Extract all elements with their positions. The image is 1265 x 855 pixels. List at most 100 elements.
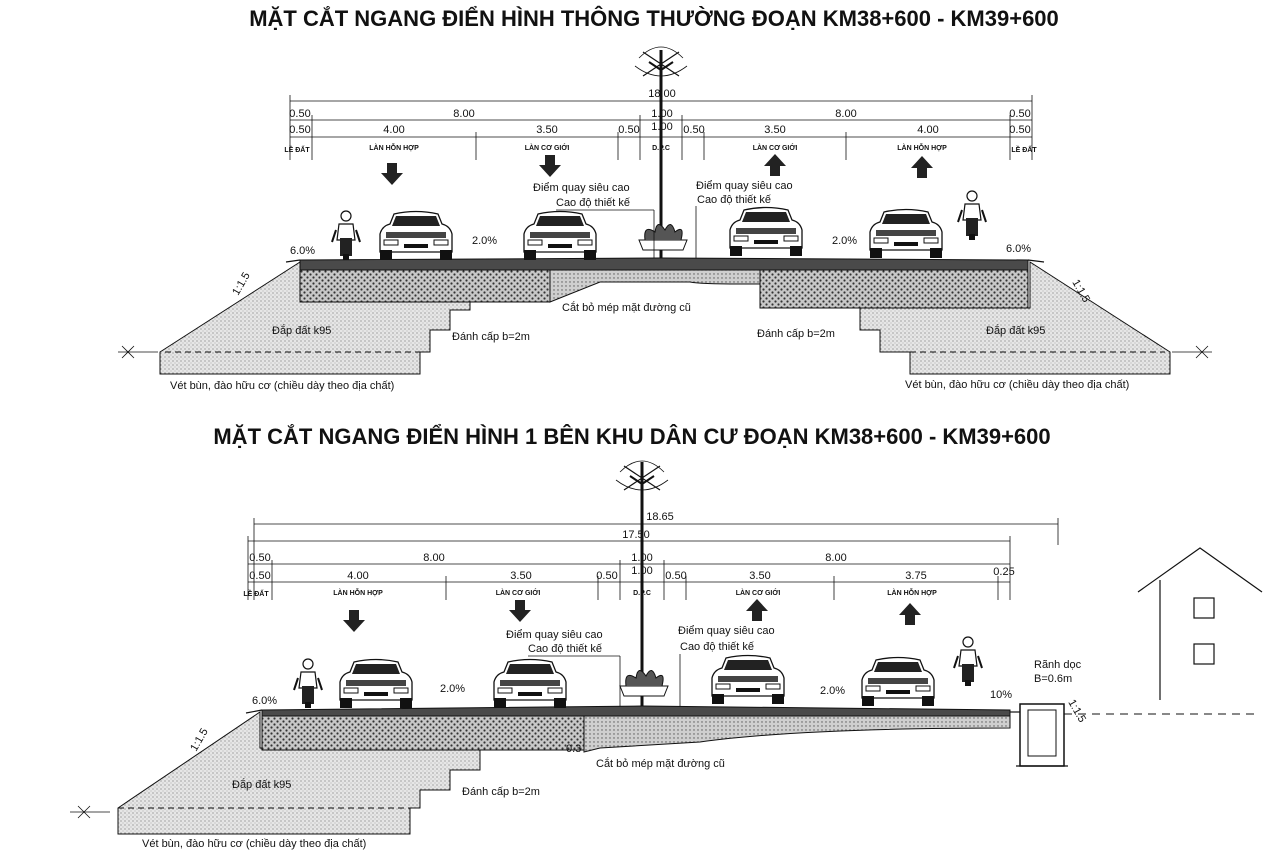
dim-verge-right-top: 0.50 xyxy=(1009,108,1030,120)
label-mixed-left: LÀN HỖN HỢP xyxy=(333,588,383,597)
note-depth-mark: 0.3 xyxy=(566,743,581,755)
note-slope-right: 1:1.5 xyxy=(1065,698,1088,725)
car-icon xyxy=(379,210,453,261)
note-cross-left-outer: 6.0% xyxy=(252,695,277,707)
label-motor-right: LÀN CƠ GIỚI xyxy=(736,588,781,597)
dim-verge-left-top: 0.50 xyxy=(289,108,310,120)
note-pivot-left: Điểm quay siêu cao xyxy=(506,629,603,641)
label-le-dat-left: LỀ ĐẤT xyxy=(243,588,269,598)
note-cross-right-outer: 6.0% xyxy=(1006,243,1031,255)
car-icon xyxy=(523,210,597,261)
label-mixed-right: LÀN HỖN HỢP xyxy=(887,588,937,597)
house-icon xyxy=(1137,547,1263,700)
note-cut-edge: Cắt bỏ mép mặt đường cũ xyxy=(596,757,725,770)
dim-verge-right: 0.25 xyxy=(993,566,1014,578)
earth-fill-right xyxy=(859,261,1171,375)
dim-strip-right: 0.50 xyxy=(665,570,686,582)
note-pivot-right: Điểm quay siêu cao xyxy=(696,180,793,192)
note-ditch-size: B=0.6m xyxy=(1034,673,1072,685)
dim-lane-mixed-left: 4.00 xyxy=(347,570,368,582)
dim-right-half: 8.00 xyxy=(825,552,846,564)
note-cross-right-inner: 2.0% xyxy=(832,235,857,247)
ground-mark-right xyxy=(1172,345,1212,359)
old-pavement xyxy=(549,263,761,303)
old-pavement xyxy=(583,715,1011,753)
note-bench-left: Đánh cấp b=2m xyxy=(462,786,540,798)
ground-mark-left xyxy=(118,345,158,359)
car-icon xyxy=(711,654,785,705)
motorbike-icon xyxy=(953,636,983,687)
note-bench-left: Đánh cấp b=2m xyxy=(452,331,530,343)
dim-verge-right: 0.50 xyxy=(1009,124,1030,136)
note-mud-left: Vét bùn, đào hữu cơ (chiều dày theo địa … xyxy=(170,380,394,392)
note-design-left: Cao độ thiết kế xyxy=(556,197,630,209)
dim-strip-left: 0.50 xyxy=(618,124,639,136)
label-motor-right: LÀN CƠ GIỚI xyxy=(753,143,798,152)
dim-verge-left: 0.50 xyxy=(249,570,270,582)
earth-fill-left xyxy=(117,711,481,835)
note-slope-left: 1:1.5 xyxy=(230,270,253,297)
arrow-up-icon xyxy=(899,603,921,625)
median-plant-icon xyxy=(619,669,669,697)
note-cross-right-outer: 10% xyxy=(990,689,1012,701)
dim-total: 17.50 xyxy=(622,529,650,541)
note-fill-left: Đắp đất k95 xyxy=(232,778,291,791)
note-fill-right: Đắp đất k95 xyxy=(986,324,1045,337)
dim-verge-left-top: 0.50 xyxy=(249,552,270,564)
label-le-dat-left: LỀ ĐẤT xyxy=(284,144,310,154)
label-motor-left: LÀN CƠ GIỚI xyxy=(496,588,541,597)
dim-lane-mixed-right: 4.00 xyxy=(917,124,938,136)
note-cross-left-inner: 2.0% xyxy=(440,683,465,695)
note-cross-left-outer: 6.0% xyxy=(290,245,315,257)
base-layer-left xyxy=(261,715,585,751)
note-mud-left: Vét bùn, đào hữu cơ (chiều dày theo địa … xyxy=(142,838,366,850)
section-1: MẶT CẮT NGANG ĐIỂN HÌNH THÔNG THƯỜNG ĐOẠ… xyxy=(118,6,1212,392)
section-2: MẶT CẮT NGANG ĐIỂN HÌNH 1 BÊN KHU DÂN CƯ… xyxy=(70,424,1263,850)
note-cross-left-inner: 2.0% xyxy=(472,235,497,247)
label-motor-left: LÀN CƠ GIỚI xyxy=(525,143,570,152)
dim-strip-left: 0.50 xyxy=(596,570,617,582)
dim-lane-motor-left: 3.50 xyxy=(510,570,531,582)
note-pivot-left: Điểm quay siêu cao xyxy=(533,182,630,194)
dimension-lines xyxy=(247,518,1059,600)
note-fill-left: Đắp đất k95 xyxy=(272,324,331,337)
note-pivot-right: Điểm quay siêu cao xyxy=(678,625,775,637)
pavement xyxy=(299,257,1029,271)
dim-overall: 18.65 xyxy=(646,511,674,523)
dim-left-half: 8.00 xyxy=(423,552,444,564)
arrow-up-icon xyxy=(746,599,768,621)
arrow-up-icon xyxy=(764,154,786,176)
note-design-right: Cao độ thiết kế xyxy=(680,641,754,653)
note-mud-right: Vét bùn, đào hữu cơ (chiều dày theo địa … xyxy=(905,379,1129,391)
base-layer-left xyxy=(299,269,551,303)
note-design-right: Cao độ thiết kế xyxy=(697,194,771,206)
dim-lane-motor-right: 3.50 xyxy=(764,124,785,136)
motorbike-icon xyxy=(331,210,361,261)
car-icon xyxy=(493,658,567,709)
section-2-title: MẶT CẮT NGANG ĐIỂN HÌNH 1 BÊN KHU DÂN CƯ… xyxy=(213,424,1050,449)
dim-lane-motor-right: 3.50 xyxy=(749,570,770,582)
label-le-dat-right: LỀ ĐẤT xyxy=(1011,144,1037,154)
arrow-down-icon xyxy=(509,600,531,622)
note-bench-right: Đánh cấp b=2m xyxy=(757,328,835,340)
dim-lane-motor-left: 3.50 xyxy=(536,124,557,136)
note-cut-edge: Cắt bỏ mép mặt đường cũ xyxy=(562,301,691,314)
drainage-ditch xyxy=(1016,703,1068,767)
dim-verge-left: 0.50 xyxy=(289,124,310,136)
arrow-down-icon xyxy=(539,155,561,177)
dim-right-half: 8.00 xyxy=(835,108,856,120)
car-icon xyxy=(339,658,413,709)
label-mixed-left: LÀN HỖN HỢP xyxy=(369,143,419,152)
arrow-down-icon xyxy=(343,610,365,632)
car-icon xyxy=(729,206,803,257)
base-layer-right xyxy=(759,269,1029,309)
label-mixed-right: LÀN HỖN HỢP xyxy=(897,143,947,152)
arrow-down-icon xyxy=(381,163,403,185)
pavement xyxy=(261,705,1011,717)
note-cross-right-inner: 2.0% xyxy=(820,685,845,697)
car-icon xyxy=(869,208,943,259)
dim-left-half: 8.00 xyxy=(453,108,474,120)
dim-lane-mixed-left: 4.00 xyxy=(383,124,404,136)
motorbike-icon xyxy=(957,190,987,241)
